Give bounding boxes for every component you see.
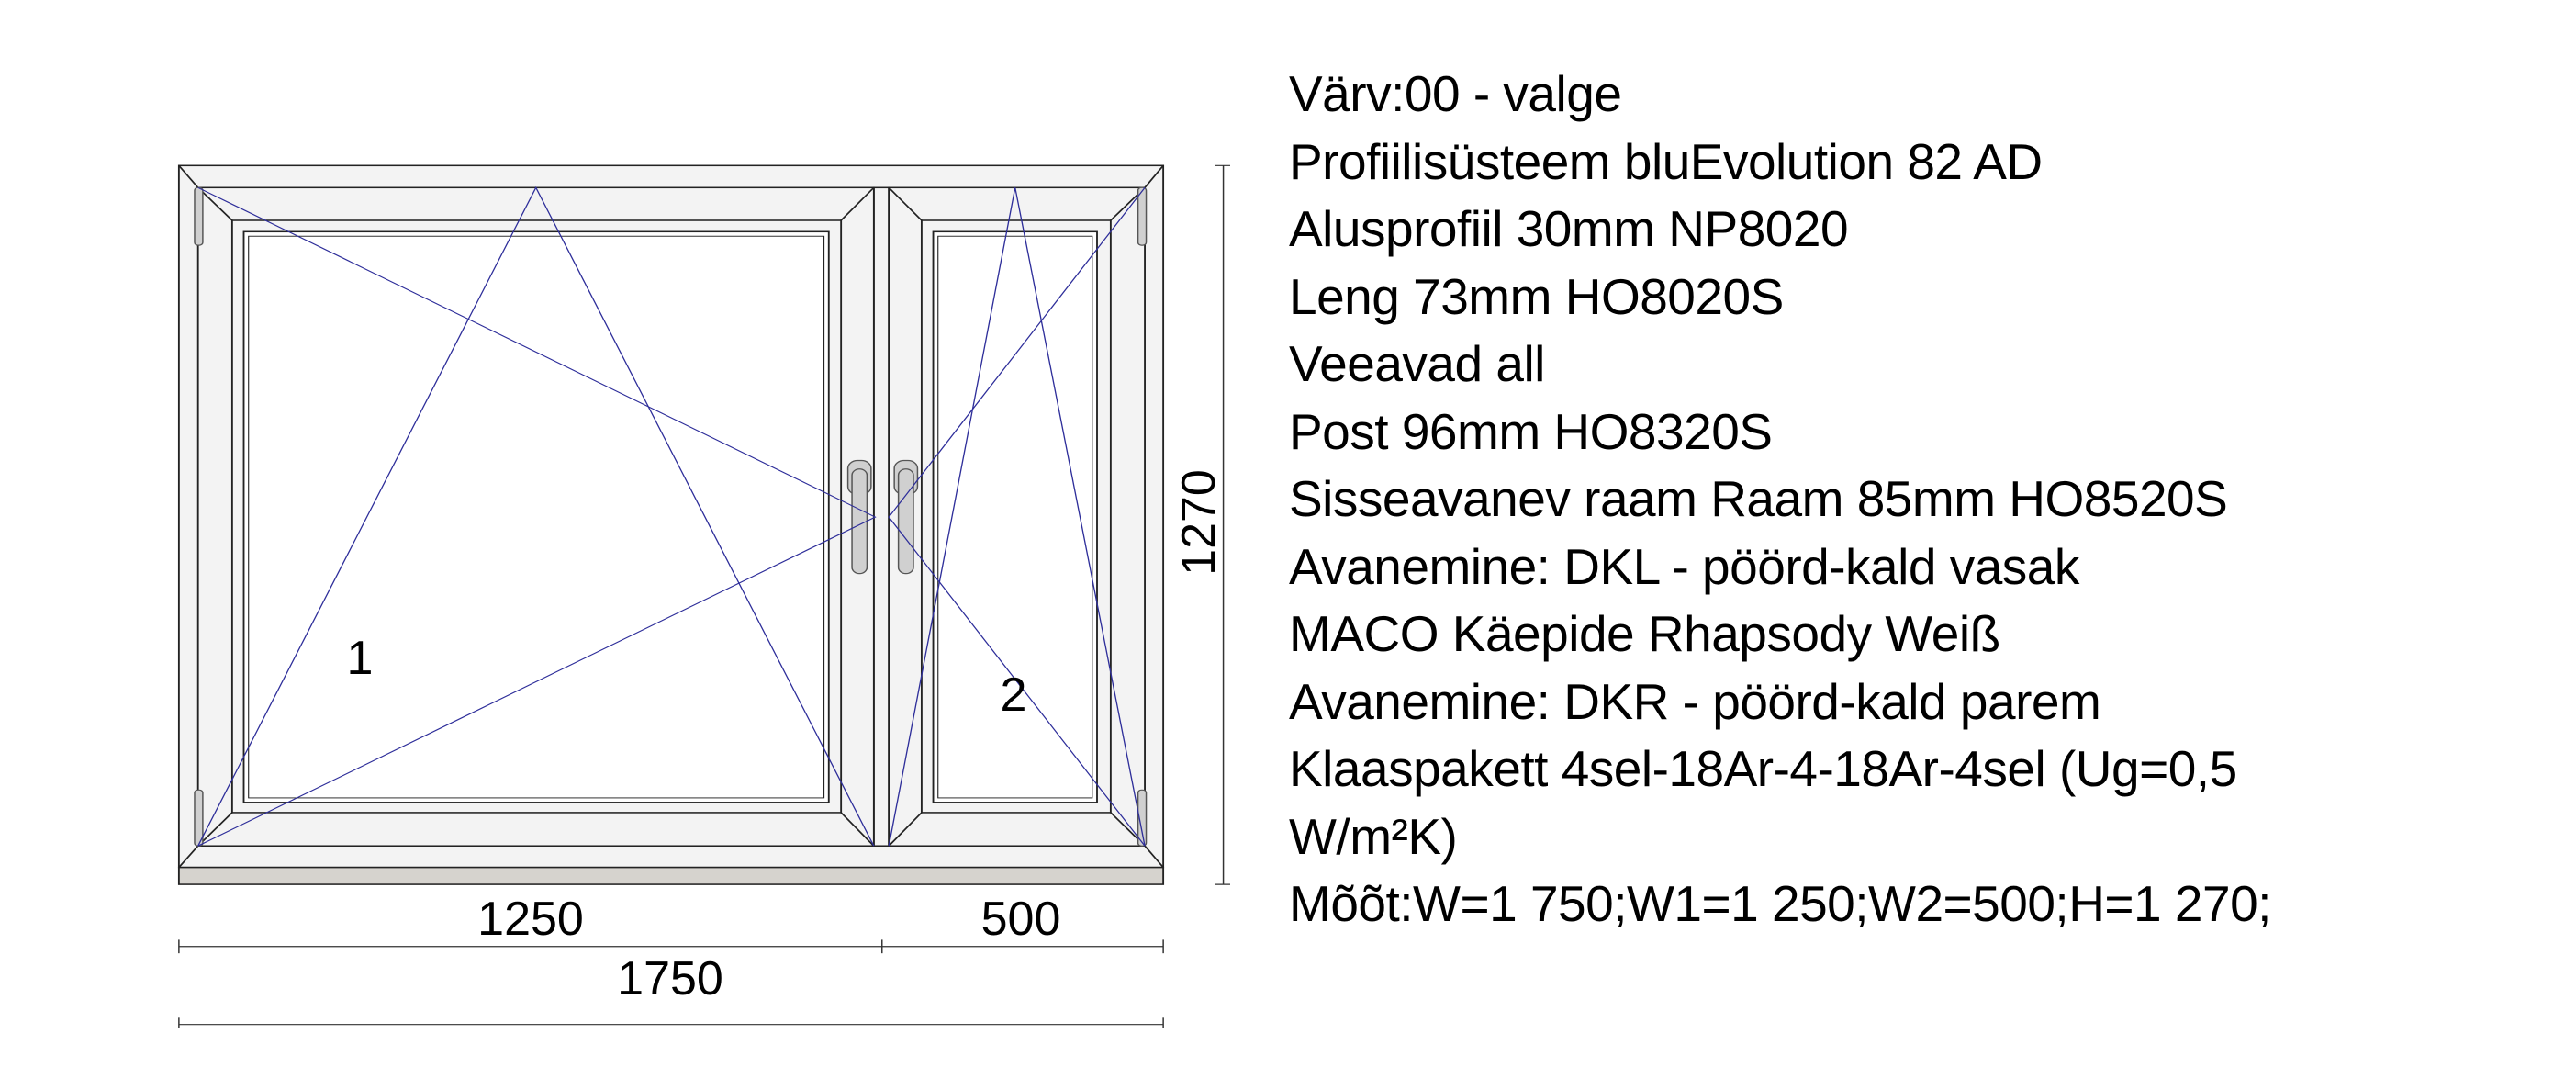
spec-glazing: Klaaspakett 4sel-18Ar-4-18Ar-4sel (Ug=0,… <box>1289 740 2237 797</box>
spec-drainage: Veeavad all <box>1289 335 1545 392</box>
tilt-indicator-2 <box>888 187 1146 847</box>
spec-glazing-cont: W/m²K) <box>1289 807 1458 865</box>
mullion <box>872 186 890 847</box>
specification-list: Värv:00 - valge Profiilisüsteem bluEvolu… <box>1289 61 2271 938</box>
dimension-width-2: 500 <box>980 893 1061 946</box>
spec-sash: Sisseavanev raam Raam 85mm HO8520S <box>1289 470 2228 527</box>
hinge-icon <box>1137 186 1148 246</box>
hinge-icon <box>194 789 204 847</box>
sash-label-1: 1 <box>346 632 374 685</box>
spec-handle: MACO Käepide Rhapsody Weiß <box>1289 605 2000 662</box>
turn-indicator-1 <box>197 186 877 847</box>
spec-color: Värv:00 - valge <box>1289 65 1622 122</box>
sash-2 <box>888 186 1146 847</box>
tilt-indicator-1 <box>197 185 875 847</box>
dimension-total-width: 1750 <box>617 952 723 1005</box>
handle-2 <box>893 459 919 575</box>
hinge-icon <box>194 186 204 246</box>
spec-profile-system: Profiilisüsteem bluEvolution 82 AD <box>1289 132 2043 190</box>
hinge-icon <box>1137 789 1148 847</box>
dimension-width-1: 1250 <box>477 893 584 946</box>
spec-mullion: Post 96mm HO8320S <box>1289 402 1773 460</box>
sill <box>177 866 1165 885</box>
spec-dimensions: Mõõt:W=1 750;W1=1 250;W2=500;H=1 270; <box>1289 875 2271 932</box>
handle-1 <box>846 459 872 575</box>
spec-opening-1: Avanemine: DKL - pöörd-kald vasak <box>1289 537 2079 595</box>
sash-1 <box>196 186 875 847</box>
spec-base-profile: Alusprofiil 30mm NP8020 <box>1289 200 1849 257</box>
spec-opening-2: Avanemine: DKR - pöörd-kald parem <box>1289 672 2101 730</box>
turn-indicator-2 <box>888 187 1146 847</box>
sash-label-2: 2 <box>1000 668 1027 722</box>
spec-frame: Leng 73mm HO8020S <box>1289 267 1784 325</box>
window-drawing <box>177 164 1230 1028</box>
dimension-height: 1270 <box>1172 469 1226 576</box>
